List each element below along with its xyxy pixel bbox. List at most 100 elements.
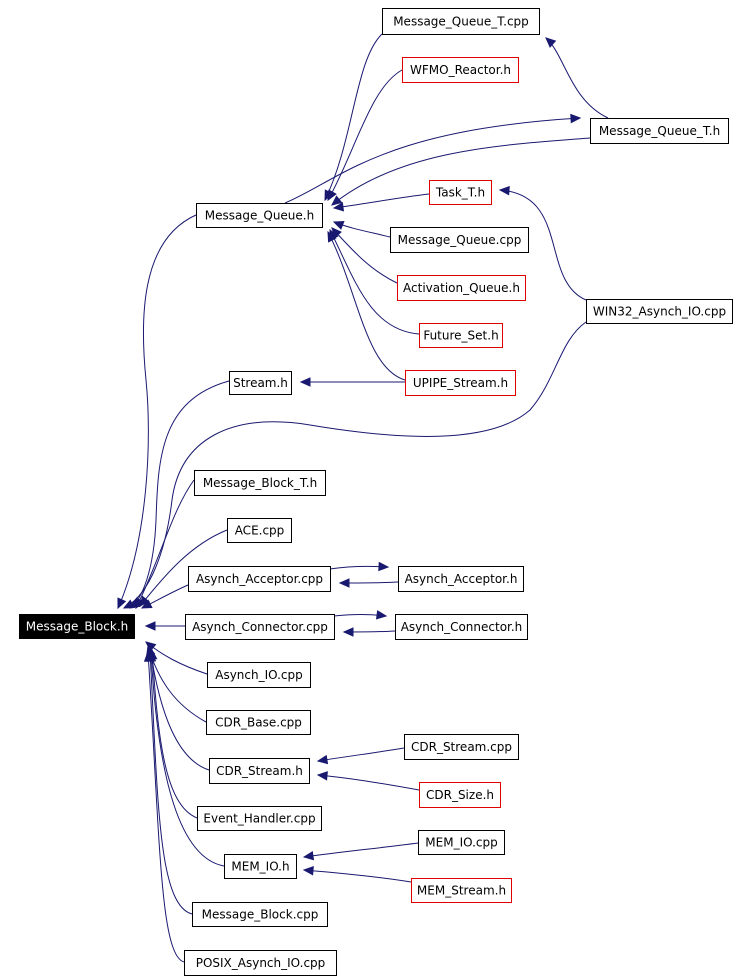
node-box <box>194 470 326 496</box>
edge-arrowhead <box>144 621 156 631</box>
node-box <box>419 323 503 348</box>
node-box <box>185 614 335 640</box>
node-box <box>390 227 529 253</box>
edge-arrowhead <box>299 377 311 387</box>
node-message-block-cpp[interactable]: Message_Block.cpp <box>192 902 328 927</box>
edge-arrowhead <box>122 599 135 609</box>
node-box <box>382 8 540 35</box>
edge-line <box>329 229 420 335</box>
node-cdr-base-cpp[interactable]: CDR_Base.cpp <box>206 710 311 735</box>
node-box <box>411 878 512 903</box>
edge-asynch_acceptor_cpp-to-asynch_acceptor_h <box>329 561 390 572</box>
edge-line <box>151 649 198 819</box>
node-box <box>586 299 733 324</box>
node-cdr-stream-h[interactable]: CDR_Stream.h <box>209 758 310 784</box>
edge-arrowhead <box>331 195 343 206</box>
edge-line <box>303 869 412 883</box>
node-label: Message_Block_T.h <box>203 476 317 490</box>
node-box <box>229 371 292 395</box>
edge-mem_stream_h-to-mem_io_h <box>302 866 412 883</box>
node-label: Event_Handler.cpp <box>203 812 315 826</box>
edge-line <box>129 380 230 609</box>
edge-win32_asynch_io_cpp-to-task_t_h <box>498 185 587 301</box>
node-mem-io-cpp[interactable]: MEM_IO.cpp <box>418 830 505 855</box>
node-message-block-h[interactable]: Message_Block.h <box>19 614 135 639</box>
node-box <box>395 614 528 640</box>
node-mem-io-h[interactable]: MEM_IO.h <box>224 854 297 879</box>
node-box <box>227 518 292 543</box>
edge-arrowhead <box>302 866 314 876</box>
node-message-queue-t-cpp[interactable]: Message_Queue_T.cpp <box>382 8 540 35</box>
node-upipe-stream-h[interactable]: UPIPE_Stream.h <box>405 370 516 396</box>
graph-nodes: Message_Block.h Message_Queue_T.cppWFMO_R… <box>19 8 733 976</box>
node-message-queue-t-h[interactable]: Message_Queue_T.h <box>590 118 729 144</box>
edge-message_queue_t_cpp-to-message_queue_h <box>324 33 383 202</box>
edge-arrowhead <box>342 627 354 637</box>
edge-wfmo_reactor_h-to-message_queue_h <box>327 69 403 202</box>
node-box <box>209 758 310 784</box>
node-posix-asynch-io-cpp[interactable]: POSIX_Asynch_IO.cpp <box>184 950 337 976</box>
node-box <box>418 830 505 855</box>
edge-asynch_connector_cpp-to-asynch_connector_h <box>333 610 388 620</box>
node-asynch-connector-h[interactable]: Asynch_Connector.h <box>395 614 528 640</box>
node-label: CDR_Base.cpp <box>215 716 302 730</box>
node-asynch-io-cpp[interactable]: Asynch_IO.cpp <box>207 662 311 688</box>
node-future-set-h[interactable]: Future_Set.h <box>419 323 503 348</box>
node-ace-cpp[interactable]: ACE.cpp <box>227 518 292 543</box>
edge-line <box>499 189 587 301</box>
node-label: ACE.cpp <box>235 524 285 538</box>
edge-asynch_connector_h-to-asynch_connector_cpp <box>342 627 396 637</box>
edge-mem_io_cpp-to-mem_io_h <box>302 842 419 861</box>
node-box <box>188 566 331 592</box>
node-label: Activation_Queue.h <box>403 281 520 295</box>
node-activation-queue-h[interactable]: Activation_Queue.h <box>397 275 526 301</box>
edge-cdr_stream_cpp-to-cdr_stream_h <box>316 747 405 765</box>
edge-posix_asynch_io_cpp-to-message_block_h <box>143 650 185 963</box>
node-win32-asynch-io-cpp[interactable]: WIN32_Asynch_IO.cpp <box>586 299 733 324</box>
node-task-t-h[interactable]: Task_T.h <box>429 180 492 205</box>
node-asynch-acceptor-h[interactable]: Asynch_Acceptor.h <box>398 566 524 592</box>
edge-arrowhead <box>545 37 557 48</box>
node-label: MEM_IO.h <box>231 860 289 874</box>
node-asynch-connector-cpp[interactable]: Asynch_Connector.cpp <box>185 614 335 640</box>
edge-arrowhead <box>498 185 510 196</box>
node-message-queue-h[interactable]: Message_Queue.h <box>196 203 323 228</box>
node-label: CDR_Stream.h <box>216 764 303 778</box>
edge-message_queue_t_h-to-message_queue_h <box>331 137 591 206</box>
node-cdr-stream-cpp[interactable]: CDR_Stream.cpp <box>404 734 519 760</box>
edge-arrowhead <box>375 610 388 620</box>
edge-line <box>327 69 403 201</box>
node-asynch-acceptor-cpp[interactable]: Asynch_Acceptor.cpp <box>188 566 331 592</box>
edge-win32_asynch_io_cpp-to-message_block_h <box>122 321 587 609</box>
node-label: Message_Queue_T.cpp <box>393 15 529 29</box>
node-event-handler-cpp[interactable]: Event_Handler.cpp <box>197 806 322 831</box>
node-box <box>19 614 135 639</box>
node-message-queue-cpp[interactable]: Message_Queue.cpp <box>390 227 529 253</box>
edge-arrowhead <box>316 771 328 781</box>
node-label: Asynch_Connector.cpp <box>192 620 328 634</box>
node-cdr-size-h[interactable]: CDR_Size.h <box>419 782 501 808</box>
node-box <box>206 710 311 735</box>
edge-arrowhead <box>302 850 315 861</box>
node-mem-stream-h[interactable]: MEM_Stream.h <box>411 878 512 903</box>
edge-arrowhead <box>332 202 345 212</box>
node-label: POSIX_Asynch_IO.cpp <box>196 956 326 970</box>
edge-ace_cpp-to-message_block_h <box>139 529 228 607</box>
node-wfmo-reactor-h[interactable]: WFMO_Reactor.h <box>402 57 519 83</box>
node-label: Asynch_Acceptor.cpp <box>196 572 323 586</box>
edge-line <box>117 214 197 609</box>
edge-line <box>123 321 587 609</box>
node-label: Message_Queue.h <box>205 209 314 223</box>
edge-line <box>331 137 591 206</box>
edge-line <box>317 747 405 762</box>
node-box <box>590 118 729 144</box>
edge-arrowhead <box>117 597 127 610</box>
node-label: Message_Block.cpp <box>202 908 319 922</box>
node-stream-h[interactable]: Stream.h <box>229 371 292 395</box>
node-box <box>184 950 337 976</box>
node-box <box>196 203 323 228</box>
node-box <box>207 662 311 688</box>
edge-line <box>149 647 210 771</box>
edge-line <box>303 842 419 858</box>
node-message-block-t-h[interactable]: Message_Block_T.h <box>194 470 326 496</box>
